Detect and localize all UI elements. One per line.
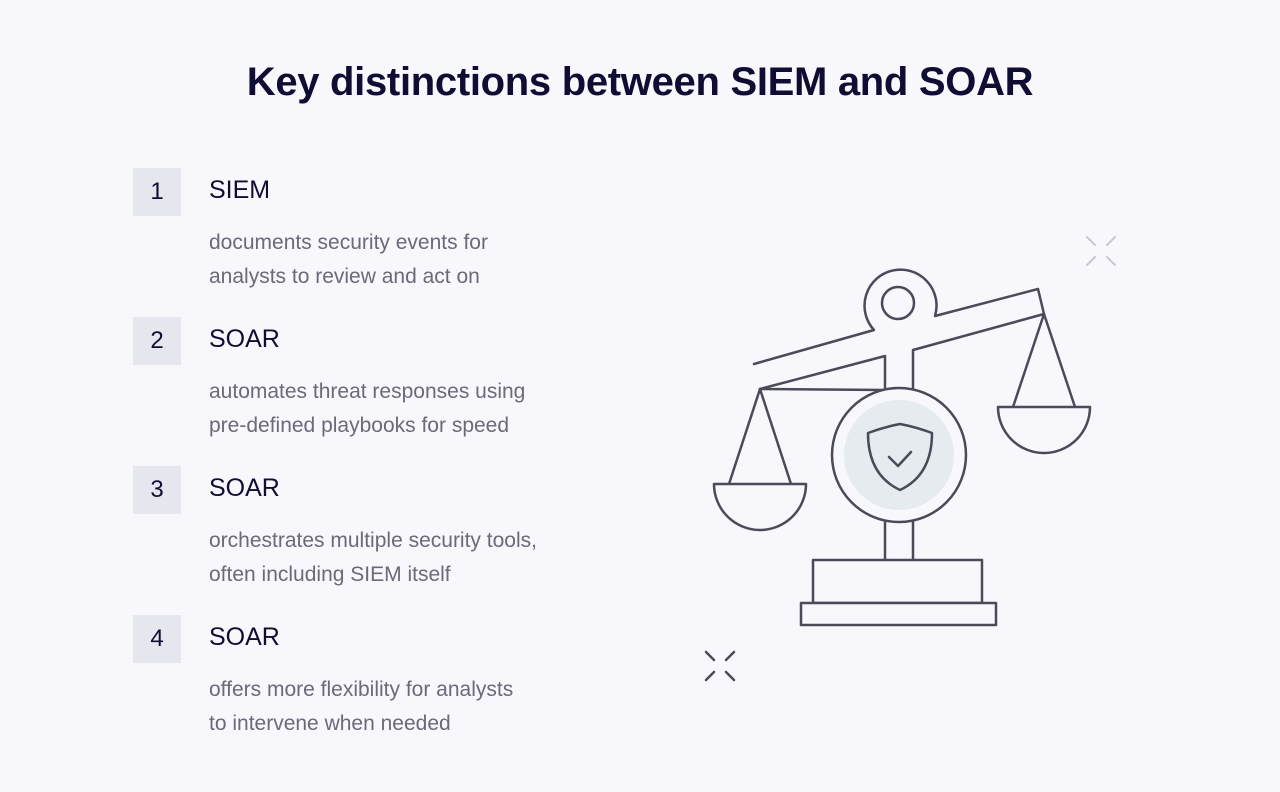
description-line: analysts to review and act on [209, 265, 480, 288]
sparkle-icon [704, 650, 736, 682]
list-item: 2 SOAR automates threat responses using … [133, 317, 653, 447]
item-number-badge: 2 [133, 317, 181, 365]
item-heading: SOAR [209, 623, 280, 651]
description-line: offers more flexibility for analysts [209, 678, 514, 701]
page-title: Key distinctions between SIEM and SOAR [246, 60, 1034, 104]
item-description: documents security events for analysts t… [209, 226, 649, 294]
item-number-badge: 3 [133, 466, 181, 514]
item-description: orchestrates multiple security tools, of… [209, 524, 649, 592]
description-line: to intervene when needed [209, 712, 451, 735]
balance-scale-icon [704, 236, 1116, 682]
item-description: offers more flexibility for analysts to … [209, 673, 649, 741]
description-line: orchestrates multiple security tools, [209, 529, 537, 552]
list-item: 4 SOAR offers more flexibility for analy… [133, 615, 653, 745]
list-item: 3 SOAR orchestrates multiple security to… [133, 466, 653, 596]
item-heading: SOAR [209, 474, 280, 502]
description-line: automates threat responses using [209, 380, 526, 403]
description-line: pre-defined playbooks for speed [209, 414, 510, 437]
sparkle-icon [1086, 236, 1116, 266]
shield-icon [866, 422, 934, 492]
description-line: often including SIEM itself [209, 563, 451, 586]
check-icon [887, 450, 913, 468]
item-heading: SIEM [209, 176, 271, 204]
description-line: documents security events for [209, 231, 488, 254]
item-number-badge: 4 [133, 615, 181, 663]
list-item: 1 SIEM documents security events for ana… [133, 168, 653, 298]
item-number-badge: 1 [133, 168, 181, 216]
item-description: automates threat responses using pre-def… [209, 375, 649, 443]
item-heading: SOAR [209, 325, 280, 353]
